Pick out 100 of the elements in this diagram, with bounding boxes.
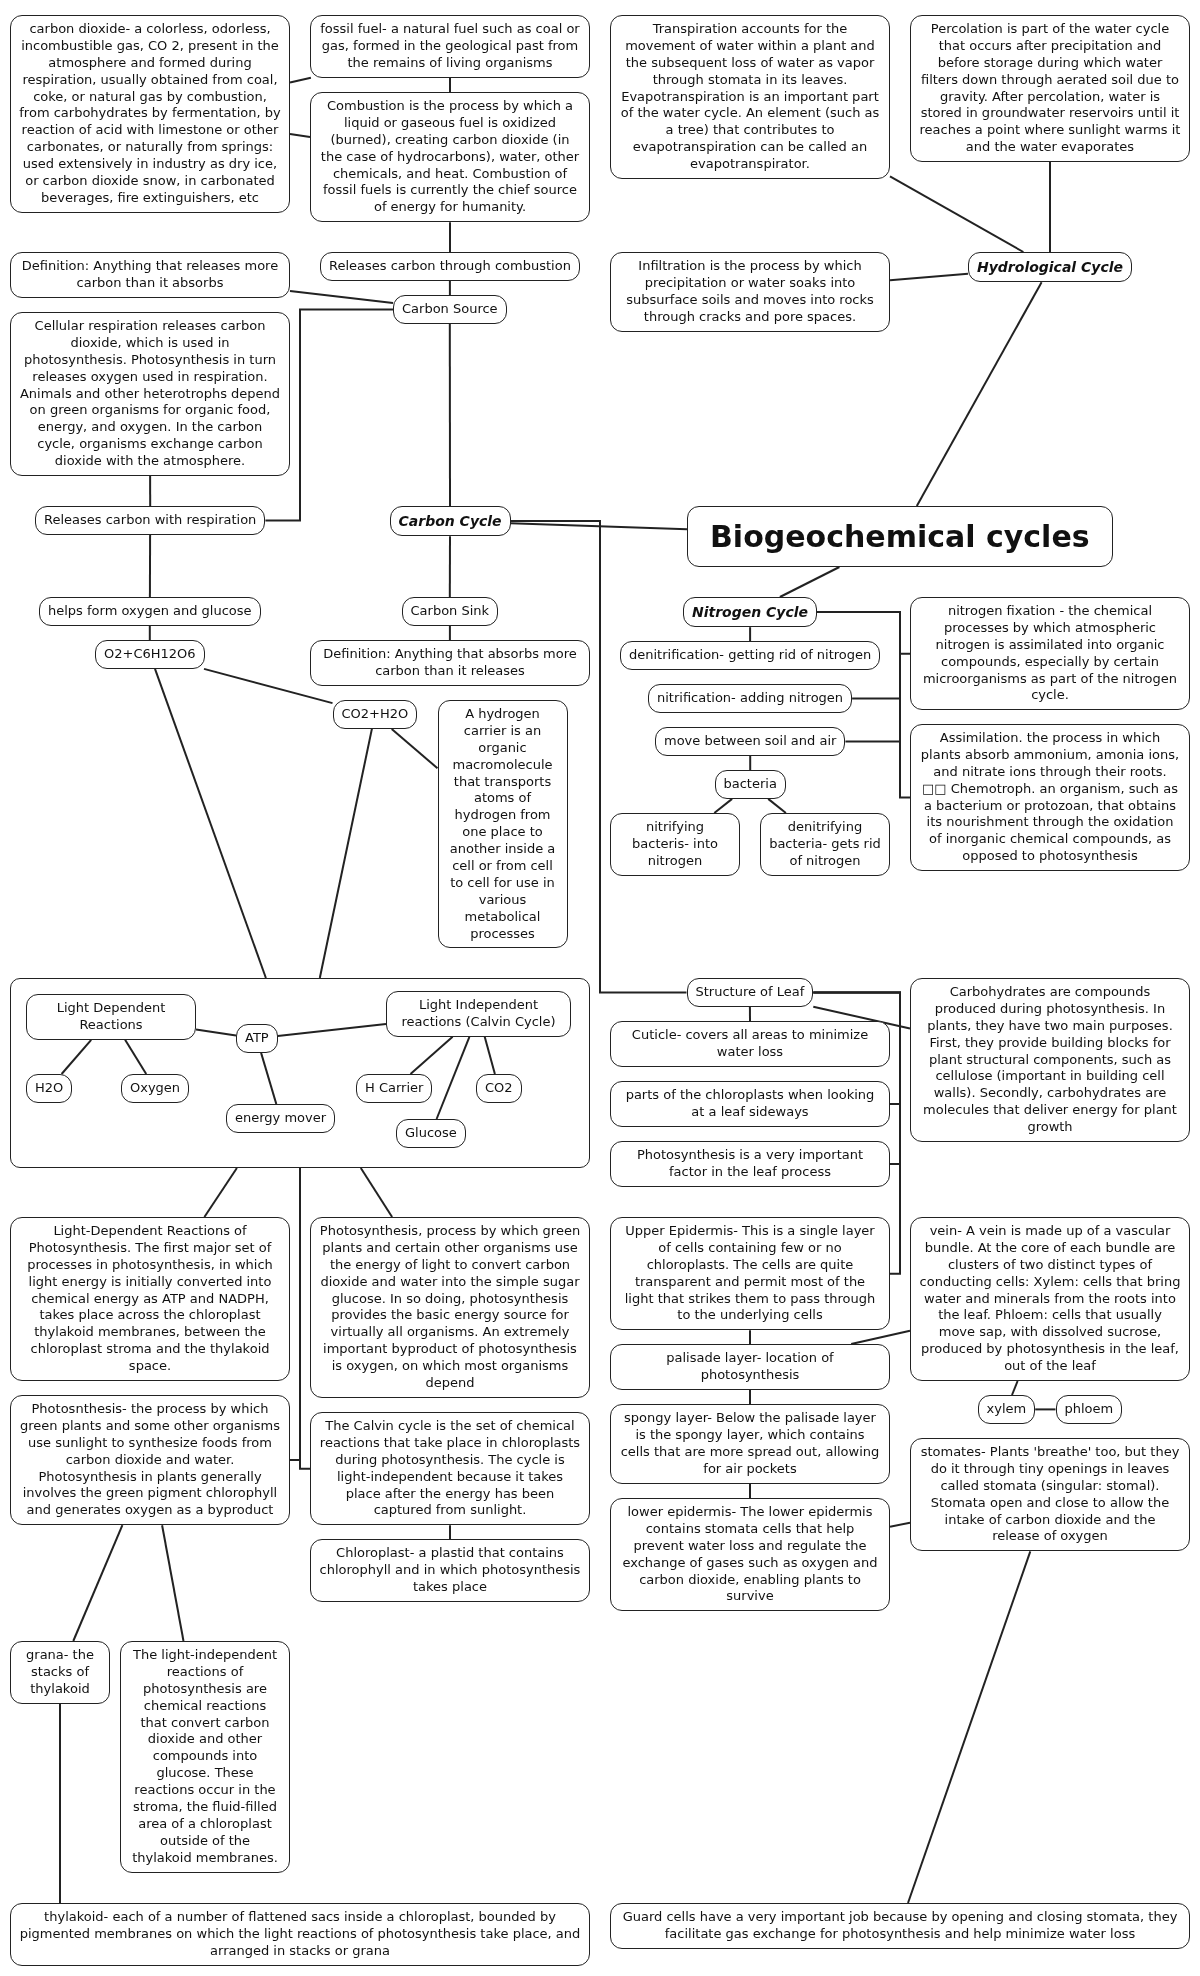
connector-line (60, 1038, 93, 1075)
topic-box: Releases carbon with respiration (35, 506, 266, 535)
topic-box: phloem (1055, 1395, 1123, 1424)
connector-line (509, 520, 688, 994)
topic-box: Releases carbon through combustion (320, 252, 580, 281)
topic-box: Transpiration accounts for the movement of water within a plant and the subsequent loss of water as vapor through stomata in its leaves. Evapotranspiration is an important part of the water cycle. An element (such as a tree) that contributes to evapotranspiration can be called an evapotranspirator. (610, 15, 890, 179)
topic-box: H2O (26, 1074, 73, 1103)
topic-box: Infiltration is the process by which precipitation or water soaks into subsurface soils and moves into rocks through cracks and pore spaces. (610, 252, 890, 332)
connector-line (149, 475, 152, 507)
topic-box: denitrification- getting rid of nitrogen (620, 641, 881, 670)
topic-box: helps form oxygen and glucose (39, 597, 261, 626)
topic-box: Cellular respiration releases carbon dioxide, which is used in photosynthesis. Photosynthesis in turn releases oxygen used in respiration. Animals and other heterotrophs depend on green organisms for organic food, energy, and oxygen. In the carbon cycle, organisms exchange carbon dioxide with the atmosphere. (10, 312, 290, 476)
connector-line (148, 533, 152, 598)
connector-line (509, 522, 688, 531)
connector-line (59, 1702, 61, 1904)
connector-line (1011, 1380, 1019, 1396)
connector-line (816, 611, 901, 743)
connector-line (449, 221, 451, 253)
topic-box: palisade layer- location of photosynthesis (610, 1344, 890, 1390)
topic-box: The light-independent reactions of photosynthesis are chemical reactions that convert carbon dioxide and other compounds into glucose. These reactions occur in the stroma, the fluid-filled area of a chloroplast outside of the thylakoid membranes. (120, 1641, 290, 1873)
connector-line (124, 1038, 148, 1075)
connector-line (289, 76, 312, 84)
topic-box: energy mover (226, 1104, 336, 1133)
topic-box: Structure of Leaf (686, 978, 814, 1007)
connector-line (390, 727, 439, 770)
group-frame (10, 978, 590, 1168)
topic-box: carbon dioxide- a colorless, odorless, incombustible gas, CO 2, present in the atmosphere and formed during respiration, usually obtained from coal, coke, or natural gas by combustion, from carbohydrates by fermentation, by reaction of acid with limestone or other carbonates, or naturally from springs: used extensively in industry as dry ice, or carbon dioxide snow, in carbonated beverages, fire extinguishers, etc (10, 15, 290, 213)
connector-line (889, 1521, 911, 1528)
topic-box: xylem (977, 1395, 1036, 1424)
topic-box: Light-Dependent Reactions of Photosynthesis. The first major set of processes in photosynthesis, in which light energy is initially converted into chemical energy as ATP and NADPH, takes place across the chloroplast thylakoid membranes, between the chloroplast stroma and the thylakoid space. (10, 1217, 290, 1381)
connector-line (318, 727, 373, 979)
connector-line (72, 1524, 124, 1642)
connector-line (148, 624, 151, 641)
branch-topic: Hydrological Cycle (968, 252, 1133, 283)
topic-box: Cuticle- covers all areas to minimize water loss (610, 1021, 890, 1067)
branch-topic: Carbon Cycle (389, 506, 511, 537)
topic-box: O2+C6H12O6 (95, 640, 205, 669)
connector-line (359, 1167, 394, 1218)
topic-box: Chloroplast- a plastid that contains chlorophyll and in which photosynthesis takes place (310, 1539, 590, 1602)
connector-line (448, 322, 451, 507)
topic-box: CO2 (476, 1074, 522, 1103)
connector-line (749, 1388, 751, 1405)
topic-box: thylakoid- each of a number of flattened sacs inside a chloroplast, bounded by pigmented membranes on which the light reactions of photosynthesis take place, and arranged in stacks or grana (10, 1903, 590, 1966)
topic-box: Percolation is part of the water cycle that occurs after precipitation and before storage during which water filters down through aerated soil due to gravity. After percolation, water is stored in groundwater reservoirs until it reaches a point where sunlight warms it and the water evaporates (910, 15, 1190, 163)
connector-line (749, 626, 752, 642)
connector-line (299, 1167, 311, 1470)
connector-line (889, 272, 969, 282)
topic-box: Carbon Source (393, 295, 507, 324)
topic-box: Upper Epidermis- This is a single layer of cells containing few or no chloroplasts. The cells are quite transparent and permit most of the light that strikes them to pass through to the underlying cells (610, 1217, 890, 1331)
topic-box: denitrifying bacteria- gets rid of nitrogen (760, 813, 890, 876)
topic-box: Combustion is the process by which a liquid or gaseous fuel is oxidized (burned), creating carbon dioxide (in the case of hydrocarbons), water, other chemicals, and heat. Combustion of fossil fuels is currently the chief source of energy for humanity. (310, 92, 590, 223)
topic-box: Definition: Anything that releases more carbon than it absorbs (10, 252, 290, 298)
topic-box: H Carrier (356, 1074, 433, 1103)
topic-box: Glucose (396, 1119, 466, 1148)
topic-box: Carbon Sink (401, 597, 499, 626)
topic-box: parts of the chloroplasts when looking at a leaf sideways (610, 1081, 890, 1127)
topic-box: fossil fuel- a natural fuel such as coal or gas, formed in the geological past from the remains of living organisms (310, 15, 590, 78)
connector-line (915, 281, 1043, 507)
topic-box: grana- the stacks of thylakoid (10, 1641, 110, 1704)
connector-line (749, 1329, 751, 1345)
connector-line (289, 133, 311, 138)
topic-box: The Calvin cycle is the set of chemical reactions that take place in chloroplasts during photosynthesis. The cycle is light-independent because it takes place after the energy has been captured from sunlight. (310, 1412, 590, 1526)
connector-line (203, 1167, 238, 1218)
connector-line (409, 1035, 454, 1075)
connector-line (749, 754, 752, 771)
connector-line (264, 308, 394, 522)
connector-line (449, 1524, 451, 1540)
topic-box: Photosynthesis is a very important factor in the leaf process (610, 1141, 890, 1187)
connector-line (1034, 1408, 1057, 1411)
topic-box: Oxygen (121, 1074, 190, 1103)
topic-box: Photosnthesis- the process by which green plants and some other organisms use sunlight to synthesize foods from carbon dioxide and water. Photosynthesis in plants generally involves the green pigment chlorophyll and generates oxygen as a byproduct (10, 1395, 290, 1526)
connector-line (889, 175, 1025, 253)
topic-box: Assimilation. the process in which plants absorb ammonium, amonia ions, and nitrate ions through their roots. □□ Chemotroph. an organism, such as a bacterium or protozoan, that obtains its nourishment through the oxidation of inorganic chemical compounds, as opposed to photosynthesis (910, 724, 1190, 872)
topic-box: Photosynthesis, process by which green plants and certain other organisms use the energy of light to convert carbon dioxide and water into the simple sugar glucose. In so doing, photosynthesis provides the basic energy source for virtually all organisms. An extremely important byproduct of photosynthesis is oxygen, on which most organisms depend (310, 1217, 590, 1398)
branch-topic: Nitrogen Cycle (683, 597, 818, 628)
topic-box: lower epidermis- The lower epidermis contains stomata cells that help prevent water loss and regulate the exchange of gases such as oxygen and carbon dioxide, enabling plants to survive (610, 1498, 890, 1612)
topic-box: A hydrogen carrier is an organic macromolecule that transports atoms of hydrogen from one place to another inside a cell or from cell to cell for use in various metabolical processes (437, 700, 568, 949)
topic-box: Light Independent reactions (Calvin Cycle) (386, 991, 571, 1037)
connector-line (276, 1023, 387, 1038)
topic-box: ATP (236, 1024, 278, 1053)
connector-line (161, 1524, 185, 1642)
topic-box: move between soil and air (655, 727, 846, 756)
topic-box: bacteria (714, 770, 786, 799)
topic-box: nitrifying bacteris- into nitrogen (610, 813, 740, 876)
connector-line (154, 667, 267, 979)
connector-line (483, 1035, 496, 1075)
connector-line (778, 566, 841, 598)
topic-box: spongy layer- Below the palisade layer is the spongy layer, which contains cells that are more spread out, allowing for air pockets (610, 1404, 890, 1484)
central-topic: Biogeochemical cycles (687, 506, 1113, 567)
connector-line (448, 535, 451, 598)
topic-box: Definition: Anything that absorbs more carbon than it releases (310, 640, 590, 686)
connector-line (449, 76, 451, 93)
connector-line (1049, 161, 1051, 253)
topic-box: Guard cells have a very important job because by opening and closing stomata, they facilitate gas exchange for photosynthesis and help minimize water loss (610, 1903, 1190, 1949)
connector-line (260, 1051, 278, 1105)
topic-box: nitrification- adding nitrogen (648, 684, 853, 713)
topic-box: Light Dependent Reactions (26, 994, 196, 1040)
connector-line (767, 797, 787, 814)
topic-box: stomates- Plants 'breathe' too, but they do it through tiny openings in leaves called stomata (singular: stomal). Stomata open and close to allow the intake of carbon dioxide and the release of oxygen (910, 1438, 1190, 1552)
connector-line (195, 1028, 237, 1037)
